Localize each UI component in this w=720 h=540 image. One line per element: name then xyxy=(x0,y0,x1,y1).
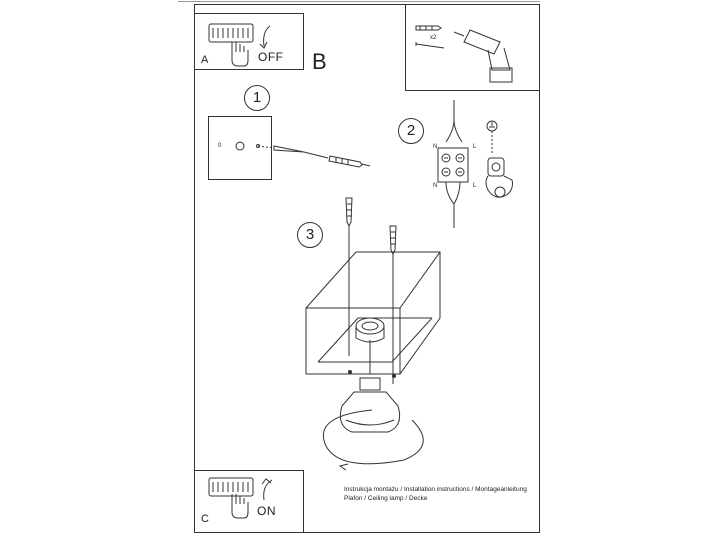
panel-c-letter: C xyxy=(201,513,209,525)
page-top-rule xyxy=(178,1,540,2)
hand-icon xyxy=(231,494,249,519)
dowel-icon xyxy=(415,25,442,31)
terminal-n-bottom: N xyxy=(433,183,438,189)
lamp-socket-icon xyxy=(485,157,513,198)
terminal-l-top: L xyxy=(473,144,477,150)
light-switch-icon xyxy=(208,477,254,497)
instruction-sheet xyxy=(194,4,540,533)
step-2-marker: 2 xyxy=(398,118,424,144)
terminal-n-top: N xyxy=(433,144,438,150)
footer-product: Plafon / Ceiling lamp / Decke xyxy=(344,495,428,502)
drill-icon xyxy=(453,29,513,83)
supply-wire xyxy=(445,100,463,143)
ceiling-lamp-box xyxy=(305,251,441,375)
lamp-wire xyxy=(445,181,461,228)
plate-marker: 0 xyxy=(218,143,222,149)
screw-icon xyxy=(415,42,445,49)
arrow-down-icon xyxy=(263,25,271,47)
footer-instructions: Instrukcja montażu / Installation instru… xyxy=(344,486,527,493)
terminal-block xyxy=(437,147,469,183)
screw-icon xyxy=(273,145,305,153)
tools-box: x2 xyxy=(405,4,540,91)
panel-c-switch-on: C ON xyxy=(194,470,304,533)
quantity-label: x2 xyxy=(430,35,437,41)
panel-b-letter: B xyxy=(312,49,327,74)
panel-a-letter: A xyxy=(201,54,209,66)
step-1-marker: 1 xyxy=(244,85,270,111)
bulb-icon xyxy=(339,377,401,433)
terminal-l-bottom: L xyxy=(473,183,477,189)
hand-icon xyxy=(231,42,249,67)
step-3-marker: 3 xyxy=(297,222,323,248)
socket-holder xyxy=(355,317,385,343)
rotate-arrow-icon xyxy=(322,409,424,465)
off-label: OFF xyxy=(258,50,284,64)
screw-icon xyxy=(345,197,353,228)
light-switch-icon xyxy=(208,23,254,43)
arrow-up-icon xyxy=(263,479,273,501)
dowel-icon xyxy=(328,155,363,168)
mounting-plate: 0 xyxy=(208,116,272,180)
screw-icon xyxy=(389,225,397,256)
on-label: ON xyxy=(257,504,276,518)
